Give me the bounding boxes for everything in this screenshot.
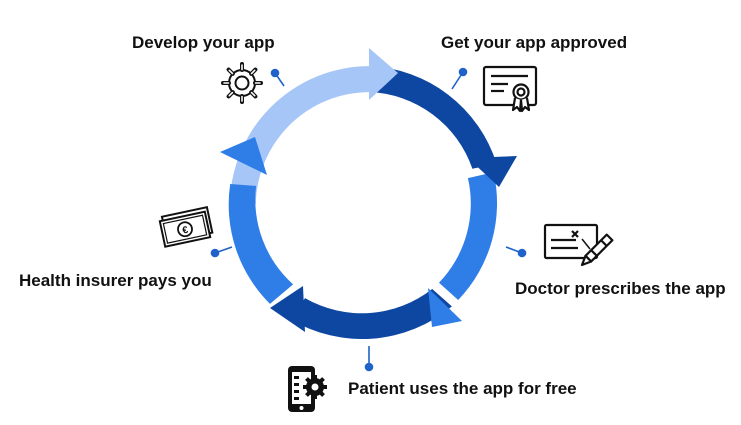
step-label-use: Patient uses the app for free [348, 379, 577, 398]
gear-icon [221, 62, 263, 104]
arrowhead-to-prescribe [468, 156, 517, 187]
connector-pay [210, 246, 233, 258]
step-label-pay: Health insurer pays you [19, 271, 212, 290]
arrowhead-to-pay [270, 286, 305, 332]
cycle-segment-pay [228, 184, 294, 304]
cycle-segment-prescribe [439, 172, 498, 300]
arrowhead-to-approve [369, 48, 398, 100]
prescription-icon [543, 223, 614, 267]
euro-banknotes-icon: € [158, 205, 214, 248]
step-label-develop: Develop your app [132, 33, 275, 52]
arrowhead-to-use [428, 288, 462, 327]
smartphone-settings-icon [288, 366, 327, 412]
cycle-segment-approve [369, 66, 497, 169]
connector-develop [270, 68, 285, 87]
step-label-prescribe: Doctor prescribes the app [515, 279, 726, 298]
cycle-segment-use [290, 289, 452, 340]
connector-approve [451, 67, 468, 90]
certificate-icon [482, 65, 538, 113]
step-label-approve: Get your app approved [441, 33, 628, 52]
connector-prescribe [505, 246, 527, 258]
connector-use [364, 346, 374, 372]
arrowhead-to-develop [220, 137, 267, 175]
svg-text:€: € [181, 225, 189, 237]
